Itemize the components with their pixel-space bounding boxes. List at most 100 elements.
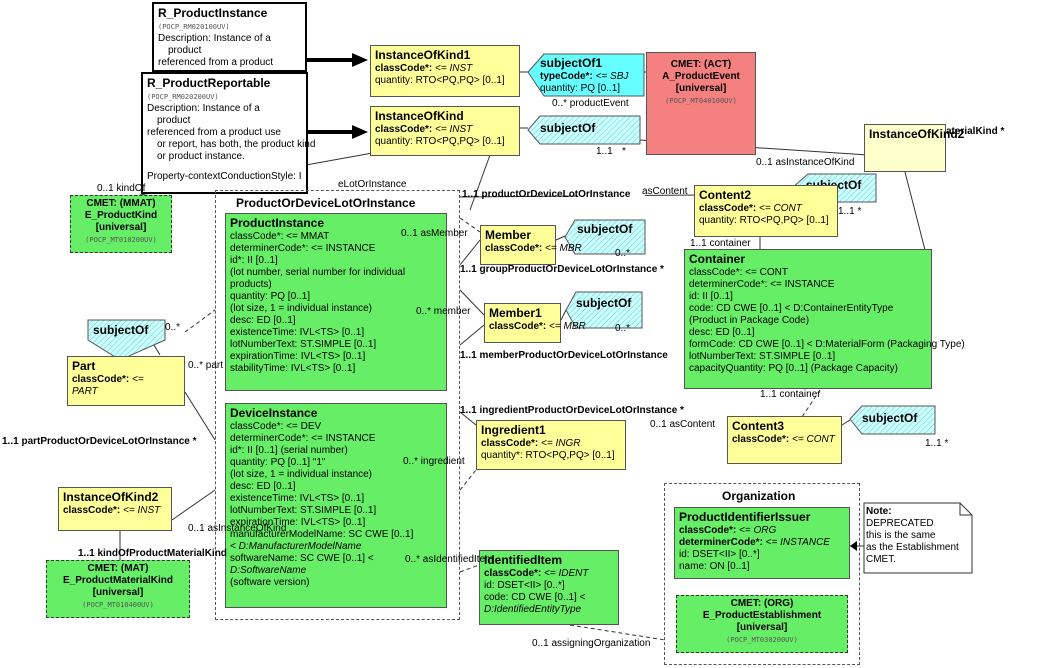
- ingredient-role-label: 0..* ingredient: [403, 456, 465, 467]
- deviceinstance-attr: (software version): [230, 577, 310, 588]
- content2-box[interactable]: Content2 classCode*: <= CONT quantity: R…: [694, 185, 838, 237]
- r-productreportable-style: Property-contextConductionStyle: I: [147, 171, 302, 182]
- instanceofkind2-left-box[interactable]: InstanceOfKind2 classCode*: <= INST: [58, 487, 172, 531]
- productinstance-attr: lotNumberText: ST.SIMPLE [0..1]: [230, 339, 377, 350]
- organization-group[interactable]: [664, 483, 860, 665]
- container-box[interactable]: Container classCode*: <= CONT determiner…: [684, 249, 965, 389]
- deviceinstance-attr: classCode*: <= DEV: [230, 421, 322, 432]
- productestablishment-cmet-box[interactable]: CMET: (ORG) E_ProductEstablishment [univ…: [676, 595, 848, 653]
- part-classcode-label: classCode*:: [72, 374, 130, 385]
- producteventlabel: 0..* productEvent: [552, 98, 629, 109]
- pii-id: id: DSET<II> [0..*]: [679, 549, 760, 560]
- productestablishment-cmet-scope: [universal]: [736, 622, 788, 633]
- productkind-cmet-name: E_ProductKind: [84, 210, 158, 221]
- subjectof-member1-title[interactable]: subjectOf: [576, 296, 632, 310]
- content2-quantity: quantity: RTO<PQ,PQ> [0..1]: [699, 215, 829, 226]
- subjectof1-typecode-value: <= SBJ: [592, 71, 629, 82]
- productinstance-attr: (lot number, serial number for individua…: [230, 267, 406, 278]
- productinstance-attr: stabilityTime: IVL<TS> [0..1]: [230, 363, 356, 374]
- subjectof-member-title[interactable]: subjectOf: [577, 222, 633, 236]
- asinstanceofkind-left-label: 0..1 asInstanceOfKind: [188, 523, 287, 534]
- note-line: DEPRECATED: [866, 518, 934, 529]
- deviceinstance-attr: softwareName: SC CWE [0..1] <: [230, 553, 374, 564]
- instanceofkind-box[interactable]: InstanceOfKind classCode*: <= INST quant…: [370, 106, 520, 156]
- member-star-label: 0..*: [615, 248, 631, 259]
- note-box[interactable]: Note: DEPRECATED this is the same as the…: [866, 506, 959, 566]
- mult-label: 1..1: [596, 146, 613, 157]
- content3-classcode-value: <= CONT: [789, 434, 835, 445]
- kindofproductmaterialkind-label: 1..1 kindOfProductMaterialKind: [78, 548, 227, 559]
- member1-classcode-label: classCode*:: [489, 321, 547, 332]
- instanceofkind2-top-box[interactable]: InstanceOfKind2: [864, 124, 964, 172]
- content3-mult-label: 1..1 *: [925, 438, 949, 449]
- pii-determinercode-value: <= INSTANCE: [762, 537, 830, 548]
- identifieditem-box[interactable]: IdentifiedItem classCode*: <= IDENT id: …: [479, 550, 619, 625]
- r-productreportable-desc1: Description: Instance of a: [147, 103, 260, 114]
- r-productinstance-box[interactable]: R_ProductInstance (POCP_RM020100UV) Desc…: [152, 2, 307, 72]
- deviceinstance-attr: existenceTime: IVL<TS> [0..1]: [230, 493, 365, 504]
- r-productinstance-code: (POCP_RM020100UV): [158, 23, 230, 31]
- asmember-label: 0..1 asMember: [401, 228, 468, 239]
- ingredient1-classcode-label: classCode*:: [481, 438, 539, 449]
- note-heading: Note:: [866, 506, 892, 517]
- productinstance-attr: products): [230, 279, 272, 290]
- pii-classcode-value: <= ORG: [736, 525, 777, 536]
- member1-star-label: 0..*: [615, 323, 631, 334]
- instanceofkind1-box[interactable]: InstanceOfKind1 classCode*: <= INST quan…: [370, 45, 520, 97]
- member-title: Member: [485, 228, 532, 242]
- instanceofkind-classcode-value: <= INST: [432, 124, 473, 135]
- productidentifierissuer-title: ProductIdentifierIssuer: [679, 510, 811, 524]
- part-classcode-part: PART: [72, 386, 98, 397]
- productinstance-attr: quantity: PQ [0..1]: [230, 291, 311, 302]
- productmaterialkind-cmet-box[interactable]: CMET: (MAT) E_ProductMaterialKind [unive…: [46, 560, 190, 618]
- subjectof1-title: subjectOf1: [540, 56, 603, 70]
- r-productreportable-box[interactable]: R_ProductReportable (POCP_RM020200UV) De…: [141, 72, 315, 194]
- subjectof-left-title[interactable]: subjectOf: [93, 323, 149, 337]
- instanceofkind-title: InstanceOfKind: [375, 109, 464, 123]
- identifieditem-code-domain: D:IdentifiedEntityType: [484, 604, 582, 615]
- container-attr: lotNumberText: ST.SIMPLE [0..1]: [689, 351, 836, 362]
- deviceinstance-title: DeviceInstance: [230, 406, 318, 420]
- productinstance-attr: classCode*: <= MMAT: [230, 231, 330, 242]
- deviceinstance-box[interactable]: DeviceInstance classCode*: <= DEV determ…: [225, 403, 447, 608]
- identifieditem-code: code: CD CWE [0..1] <: [484, 592, 586, 603]
- part-box[interactable]: Part classCode*: <= PART: [67, 356, 185, 406]
- instanceofkind1-classcode-label: classCode*:: [375, 63, 433, 74]
- groupproduct-label: 1..1 groupProductOrDeviceLotOrInstance *: [460, 264, 664, 275]
- content3-box[interactable]: Content3 classCode*: <= CONT: [727, 416, 842, 464]
- productevent-cmet-box[interactable]: CMET: (ACT) A_ProductEvent [universal] (…: [646, 52, 756, 155]
- productinstance-attr: determinerCode*: <= INSTANCE: [230, 243, 376, 254]
- productkind-cmet-scope: [universal]: [95, 222, 147, 233]
- container-attr: formCode: CD CWE [0..1] < D:MaterialForm…: [689, 339, 965, 350]
- ingredient1-box[interactable]: Ingredient1 classCode*: <= INGR quantity…: [476, 420, 626, 470]
- note-line: CMET.: [866, 554, 896, 565]
- member1-box[interactable]: Member1 classCode*: <= MBR: [484, 303, 586, 343]
- productmaterialkind-cmet-code: (POCP_MT010400UV): [82, 601, 154, 609]
- productinstance-box[interactable]: ProductInstance classCode*: <= MMAT dete…: [225, 213, 447, 391]
- container-title: Container: [689, 252, 746, 266]
- r-productreportable-desc3: referenced from a product use: [147, 127, 281, 138]
- subjectof1-box[interactable]: subjectOf1 typeCode*: <= SBJ quantity: P…: [540, 56, 644, 96]
- productinstance-attr: desc: ED [0..1]: [230, 315, 296, 326]
- container-attr: id: II [0..1]: [689, 291, 733, 302]
- deviceinstance-attr: < D:ManufacturerModelName: [230, 541, 362, 552]
- subjectof-content3-title[interactable]: subjectOf: [862, 411, 918, 425]
- content2-classcode-label: classCode*:: [699, 203, 757, 214]
- identifieditem-title: IdentifiedItem: [484, 553, 563, 567]
- note-line: this is the same: [866, 530, 936, 541]
- identifieditem-classcode-value: <= IDENT: [541, 568, 589, 579]
- r-productinstance-title: R_ProductInstance: [158, 6, 268, 20]
- pii-classcode-label: classCode*:: [679, 525, 737, 536]
- productkind-cmet-code: (POCP_MT010200UV): [85, 236, 157, 244]
- subjectof-mid-title[interactable]: subjectOf: [540, 121, 596, 135]
- content2-title: Content2: [699, 188, 751, 202]
- productidentifierissuer-box[interactable]: ProductIdentifierIssuer classCode*: <= O…: [674, 507, 850, 579]
- mult-label: *: [622, 146, 626, 157]
- productkind-cmet-box[interactable]: CMET: (MMAT) E_ProductKind [universal] (…: [70, 195, 172, 253]
- instanceofkind1-classcode-value: <= INST: [432, 63, 473, 74]
- member1-classcode-value: <= MBR: [546, 321, 586, 332]
- productordevice-choice-box[interactable]: [215, 190, 460, 620]
- member-box[interactable]: Member classCode*: <= MBR: [480, 225, 582, 265]
- part-role-label: 0..* part: [188, 360, 224, 371]
